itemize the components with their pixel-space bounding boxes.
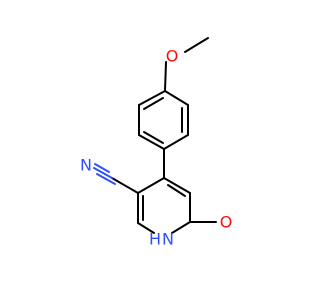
pyridone-bond-c4-c5: [163, 177, 191, 194]
molecule-structure: O N H N O: [80, 37, 233, 249]
bond-c3-nitrile-carbon: [111, 177, 139, 194]
benzene-double-bond-inner-3: [143, 131, 164, 144]
pyridone-bond-n-c2: [137, 222, 155, 234]
nitrile-triple-bond-2: [93, 167, 113, 179]
bond-methyl-oxygen: [184, 37, 209, 53]
benzene-bond-6: [138, 90, 166, 106]
nitrile-triple-bond-1: [94, 163, 110, 173]
benzene-bond-1: [164, 90, 189, 106]
benzene-bond-4: [138, 134, 165, 150]
pyridone-bond-c6-n: [171, 221, 191, 234]
carbonyl-oxygen-label: O: [220, 213, 233, 232]
nitrile-nitrogen-label: N: [80, 156, 92, 175]
nitrile-triple-bond-3: [96, 173, 116, 185]
ring-nitrogen-h-label: H: [149, 230, 161, 249]
bond-oxygen-aryl: [164, 61, 167, 92]
pyridone-bond-c3-c4: [137, 177, 165, 194]
methoxy-oxygen-label: O: [166, 47, 179, 66]
ring-nitrogen-label: N: [162, 230, 174, 249]
benzene-double-bond-inner-1: [143, 97, 164, 110]
pyridone-double-bond-c4-c5: [167, 184, 186, 197]
benzene-bond-3: [163, 134, 189, 150]
